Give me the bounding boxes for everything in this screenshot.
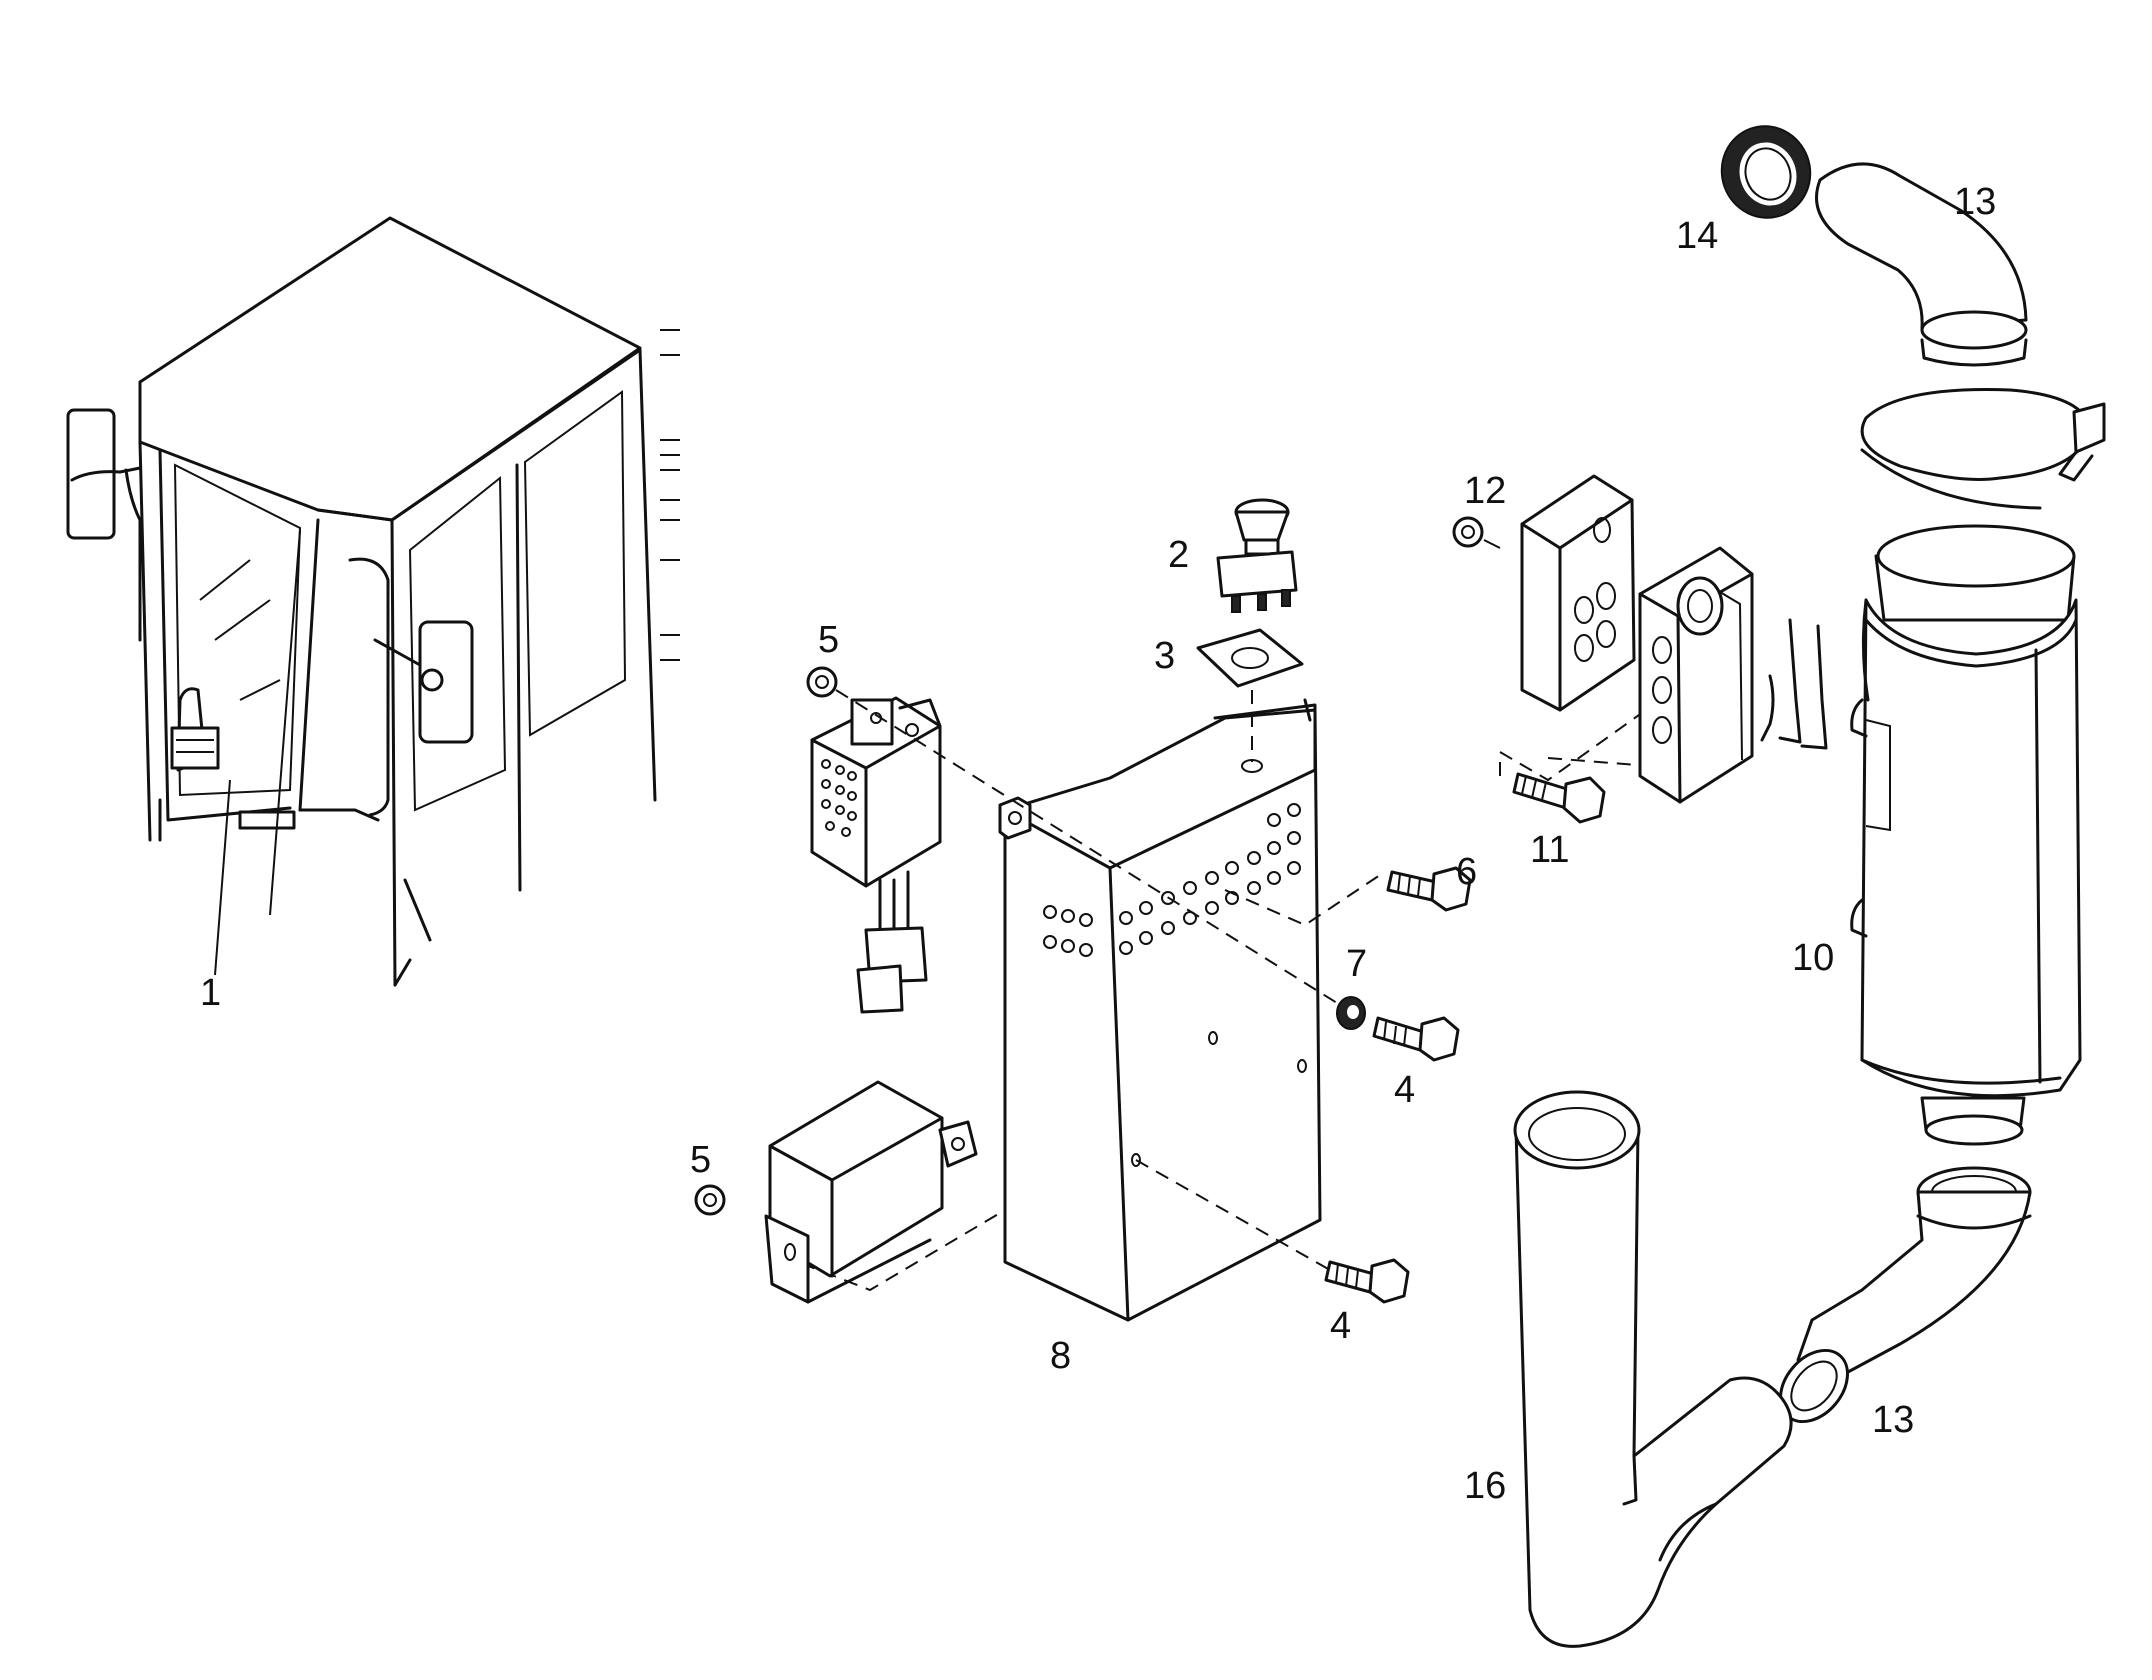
mounting-plate xyxy=(1520,474,1636,712)
part-7-washer xyxy=(1336,996,1366,1030)
part-6-bolt xyxy=(1386,866,1472,912)
part-16-y-pipe xyxy=(1513,1090,1793,1648)
callout-7: 7 xyxy=(1346,943,1367,985)
callout-labels: 1 2 3 4 4 5 5 6 7 8 10 11 12 13 13 14 16 xyxy=(200,181,1996,1507)
part-5-nut-lower xyxy=(694,1184,726,1216)
callout-8: 8 xyxy=(1050,1335,1071,1377)
part-2-rotary-switch xyxy=(1216,498,1298,613)
part-13-elbow-lower xyxy=(1779,1166,2032,1424)
heater-bracket-rail xyxy=(1638,546,1828,804)
callout-11: 11 xyxy=(1530,829,1569,871)
part-4-bolt-lower xyxy=(1324,1258,1410,1304)
part-11-bolt xyxy=(1512,772,1606,824)
part-3-gasket xyxy=(1196,628,1304,688)
callout-2: 2 xyxy=(1168,534,1189,576)
callout-14: 14 xyxy=(1676,215,1718,257)
cab-control-unit xyxy=(170,726,220,770)
part-14-seal-ring xyxy=(1720,125,1812,219)
part-4-bolt-upper xyxy=(1372,1016,1460,1062)
callout-12: 12 xyxy=(1464,470,1506,512)
mounting-bracket xyxy=(764,1080,978,1304)
part-10-heater xyxy=(1850,524,2082,1146)
callout-4-upper: 4 xyxy=(1394,1069,1415,1111)
callout-13-upper: 13 xyxy=(1954,181,1996,223)
callout-3: 3 xyxy=(1154,635,1175,677)
callout-13-lower: 13 xyxy=(1872,1399,1914,1441)
cab-illustration xyxy=(66,216,680,987)
hose-clamp xyxy=(1860,388,2106,510)
part-13-elbow-upper xyxy=(1815,162,2028,367)
part-5-nut-upper xyxy=(806,666,838,698)
part-12-nut xyxy=(1452,516,1501,549)
part-8-housing xyxy=(998,698,1322,1322)
right-mirror xyxy=(418,620,474,744)
callout-16: 16 xyxy=(1464,1465,1506,1507)
callout-5-upper: 5 xyxy=(818,619,839,661)
relay-control-unit xyxy=(810,696,942,1014)
callout-10: 10 xyxy=(1792,937,1834,979)
assembly-lines xyxy=(779,689,1701,1292)
callout-6: 6 xyxy=(1456,851,1477,893)
cab-vent xyxy=(238,810,296,830)
callout-5-lower: 5 xyxy=(690,1139,711,1181)
callout-4-lower: 4 xyxy=(1330,1305,1351,1347)
callout-1: 1 xyxy=(200,972,221,1014)
